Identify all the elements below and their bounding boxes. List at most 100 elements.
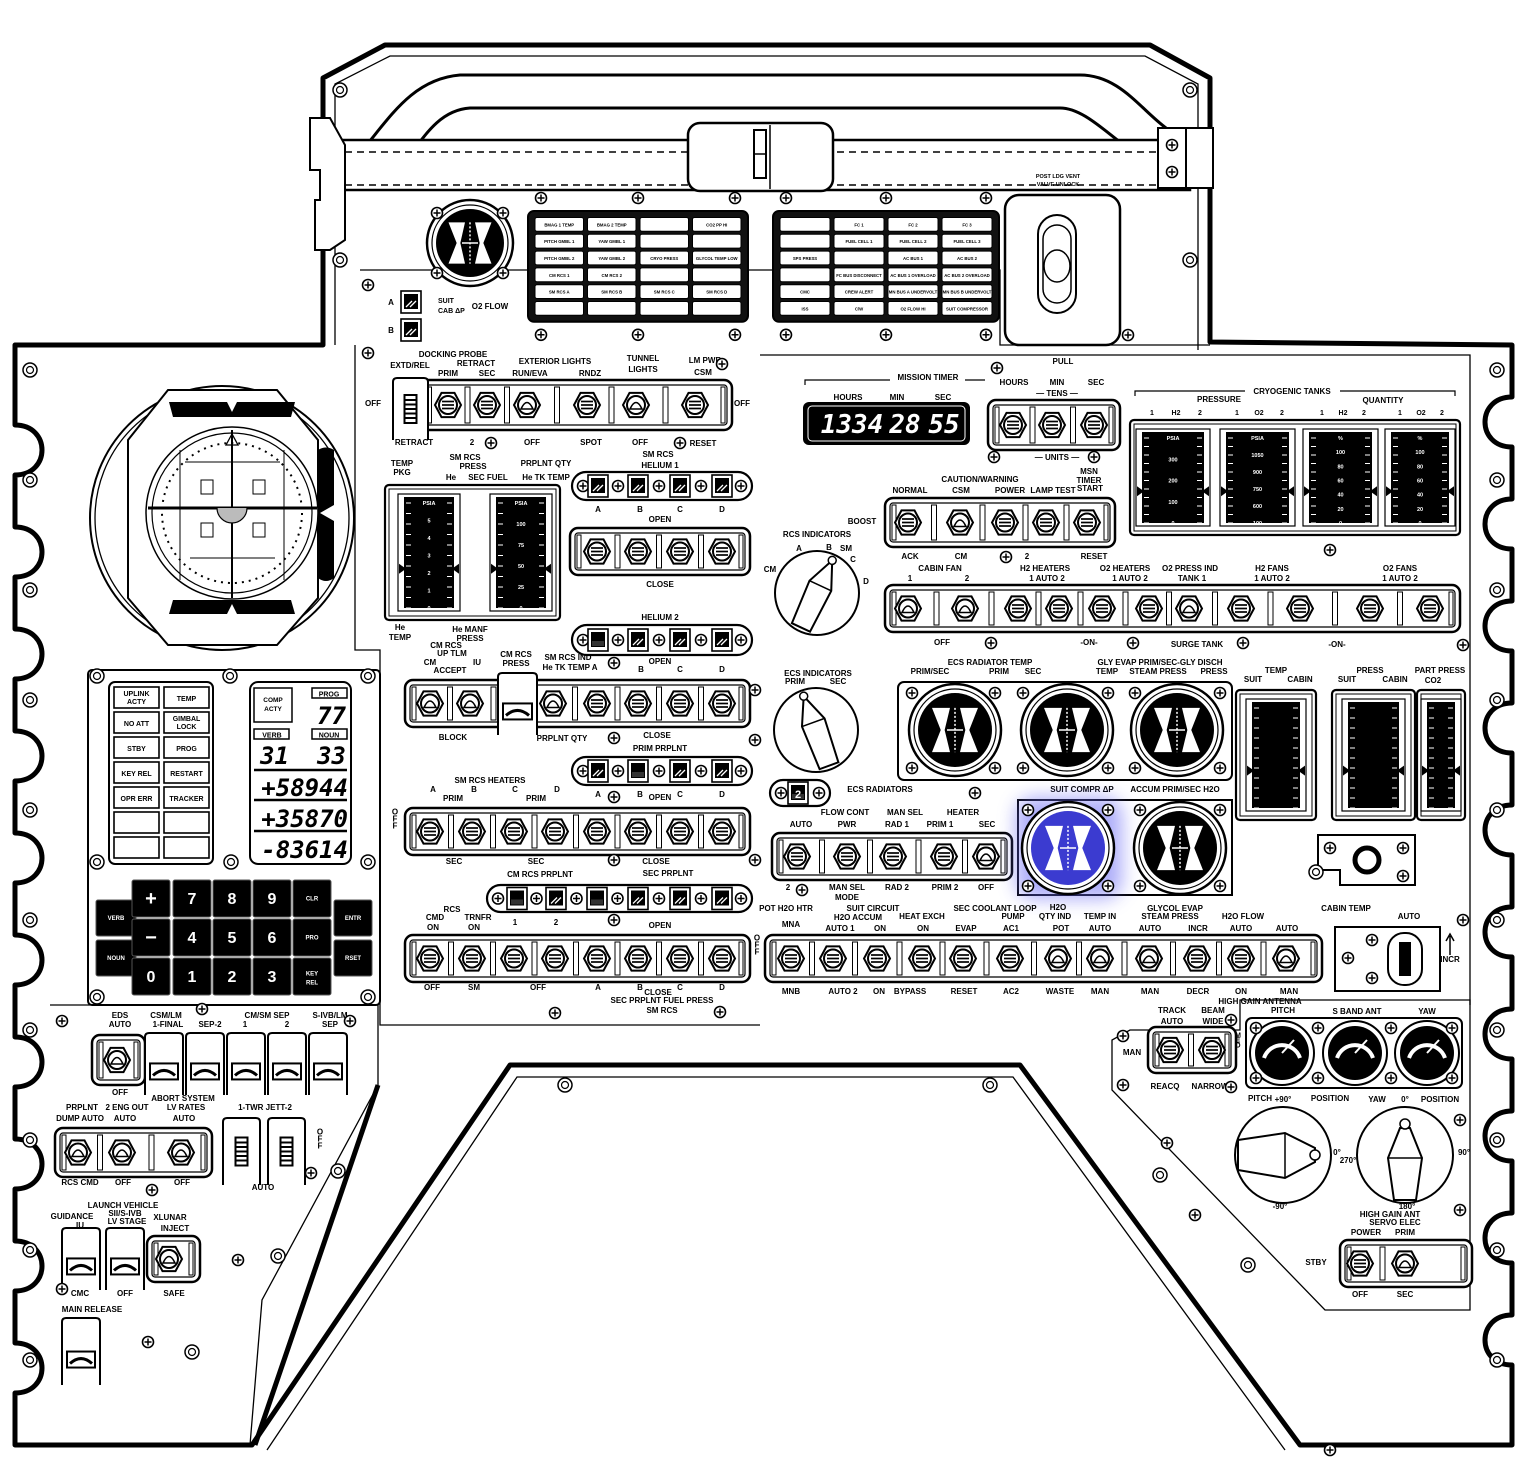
toggle-switch[interactable] — [540, 818, 570, 845]
toggle-switch[interactable] — [63, 1139, 93, 1166]
toggle-switch[interactable] — [582, 818, 612, 845]
verb-key[interactable]: VERB — [95, 899, 137, 937]
toggle-switch[interactable] — [582, 690, 612, 717]
toggle-switch[interactable] — [782, 843, 812, 870]
toggle-switch[interactable] — [1285, 595, 1315, 622]
clr-key[interactable]: CLR — [292, 879, 332, 918]
toggle-switch[interactable] — [582, 945, 612, 972]
k9-key[interactable]: 9 — [252, 879, 292, 918]
toggle-switch[interactable] — [665, 945, 695, 972]
k1-key[interactable]: 1 — [172, 957, 212, 996]
guarded-switch[interactable] — [222, 1117, 261, 1185]
toggle-switch[interactable] — [415, 690, 445, 717]
toggle-switch[interactable] — [154, 1245, 184, 1273]
toggle-switch[interactable] — [1226, 595, 1256, 622]
pro-key[interactable]: PRO — [292, 918, 332, 957]
toggle-switch[interactable] — [862, 945, 892, 972]
k6-key[interactable]: 6 — [252, 918, 292, 957]
toggle-switch[interactable] — [623, 538, 653, 565]
k5-key[interactable]: 5 — [212, 918, 252, 957]
toggle-switch[interactable] — [707, 690, 737, 717]
toggle-switch[interactable] — [582, 538, 612, 565]
toggle-switch[interactable] — [1085, 945, 1115, 972]
toggle-switch[interactable] — [948, 945, 978, 972]
toggle-switch[interactable] — [707, 945, 737, 972]
k8-key[interactable]: 8 — [212, 879, 252, 918]
toggle-switch[interactable] — [623, 690, 653, 717]
toggle-switch[interactable] — [707, 818, 737, 845]
toggle-switch[interactable] — [499, 945, 529, 972]
toggle-switch[interactable] — [1087, 595, 1117, 622]
toggle-switch[interactable] — [107, 1139, 137, 1166]
entr-key[interactable]: ENTR — [333, 899, 373, 937]
cabin-temp-thumbwheel[interactable] — [1334, 926, 1455, 992]
toggle-switch[interactable] — [1003, 595, 1033, 622]
k7-key[interactable]: 7 — [172, 879, 212, 918]
toggle-switch[interactable] — [665, 690, 695, 717]
toggle-switch[interactable] — [1037, 411, 1067, 439]
hga-pitch-position-dial[interactable] — [1234, 1106, 1332, 1204]
toggle-switch[interactable] — [945, 509, 975, 536]
toggle-switch[interactable] — [457, 945, 487, 972]
guarded-switch[interactable] — [267, 1032, 307, 1095]
toggle-switch[interactable] — [415, 945, 445, 972]
toggle-switch[interactable] — [1031, 509, 1061, 536]
toggle-switch[interactable] — [472, 391, 502, 419]
guarded-switch[interactable] — [105, 1227, 145, 1290]
guarded-switch[interactable] — [308, 1032, 348, 1095]
guarded-switch[interactable] — [226, 1032, 266, 1095]
ecs-indicators-selector[interactable] — [773, 687, 859, 773]
toggle-switch[interactable] — [166, 1139, 196, 1166]
toggle-switch[interactable] — [1134, 595, 1164, 622]
toggle-switch[interactable] — [1182, 945, 1212, 972]
toggle-switch[interactable] — [776, 945, 806, 972]
toggle-switch[interactable] — [457, 818, 487, 845]
toggle-switch[interactable] — [971, 843, 1001, 870]
toggle-switch[interactable] — [455, 690, 485, 717]
toggle-switch[interactable] — [1226, 945, 1256, 972]
plus-key[interactable]: + — [131, 879, 171, 918]
rcs-indicators-selector[interactable] — [774, 550, 860, 636]
toggle-switch[interactable] — [893, 595, 923, 622]
toggle-switch[interactable] — [1271, 945, 1301, 972]
toggle-switch[interactable] — [1134, 945, 1164, 972]
toggle-switch[interactable] — [415, 818, 445, 845]
toggle-switch[interactable] — [1044, 595, 1074, 622]
toggle-switch[interactable] — [665, 538, 695, 565]
toggle-switch[interactable] — [929, 843, 959, 870]
toggle-switch[interactable] — [1079, 411, 1109, 439]
guarded-switch[interactable] — [144, 1032, 184, 1095]
toggle-switch[interactable] — [878, 843, 908, 870]
toggle-switch[interactable] — [1072, 509, 1102, 536]
toggle-switch[interactable] — [832, 843, 862, 870]
rset-key[interactable]: RSET — [333, 939, 373, 977]
toggle-switch[interactable] — [538, 690, 568, 717]
toggle-switch[interactable] — [1415, 595, 1445, 622]
hatch-handle[interactable] — [309, 73, 1214, 251]
toggle-switch[interactable] — [1345, 1250, 1375, 1277]
toggle-switch[interactable] — [893, 509, 923, 536]
toggle-switch[interactable] — [818, 945, 848, 972]
toggle-switch[interactable] — [907, 945, 937, 972]
guarded-switch[interactable] — [61, 1227, 101, 1290]
toggle-switch[interactable] — [1174, 595, 1204, 622]
k2-key[interactable]: 2 — [212, 957, 252, 996]
toggle-switch[interactable] — [623, 818, 653, 845]
guarded-switch[interactable] — [497, 672, 538, 735]
toggle-switch[interactable] — [707, 538, 737, 565]
minus-key[interactable]: − — [131, 918, 171, 957]
noun-key[interactable]: NOUN — [95, 939, 137, 977]
k4-key[interactable]: 4 — [172, 918, 212, 957]
toggle-switch[interactable] — [572, 391, 602, 419]
toggle-switch[interactable] — [540, 945, 570, 972]
toggle-switch[interactable] — [950, 595, 980, 622]
zero-key[interactable]: 0 — [131, 957, 171, 996]
toggle-switch[interactable] — [623, 945, 653, 972]
toggle-switch[interactable] — [1155, 1036, 1185, 1064]
toggle-switch[interactable] — [1390, 1250, 1420, 1277]
toggle-switch[interactable] — [665, 818, 695, 845]
toggle-switch[interactable] — [990, 509, 1020, 536]
guarded-switch[interactable] — [392, 377, 429, 440]
guarded-switch[interactable] — [61, 1317, 101, 1385]
